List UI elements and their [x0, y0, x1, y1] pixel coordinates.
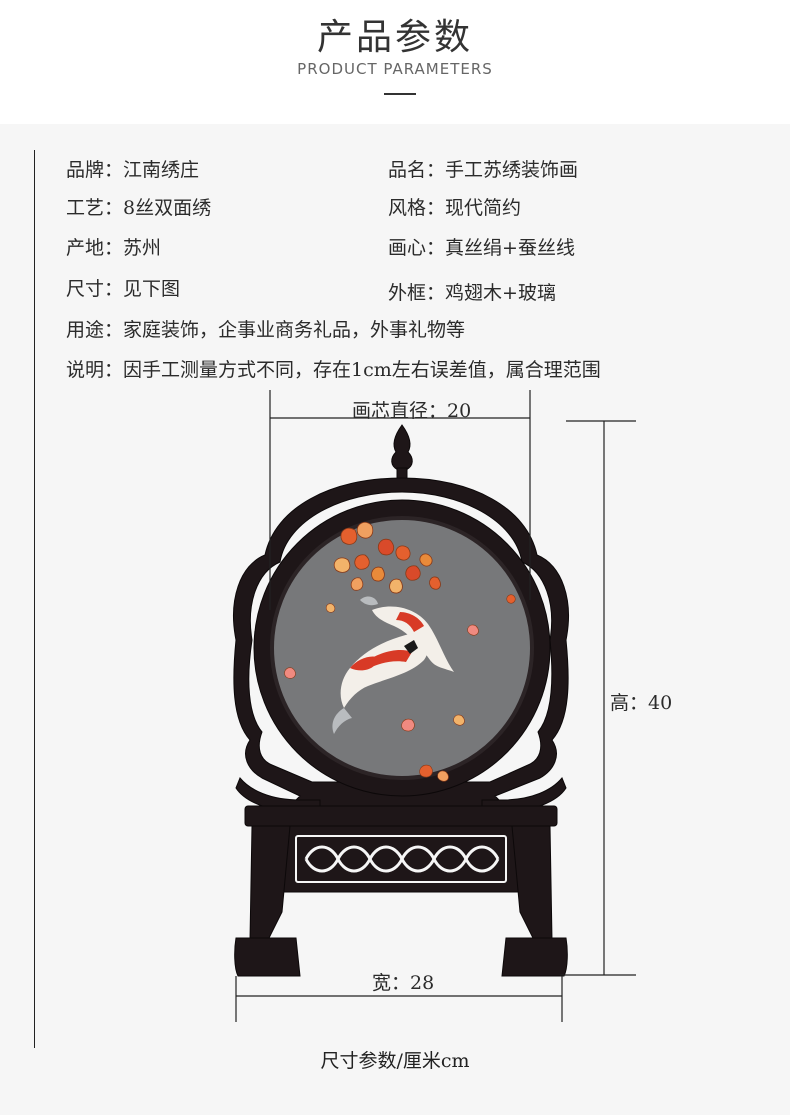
width-label: 宽：28	[370, 968, 437, 995]
spec-frame: 外框鸡翅木+玻璃	[388, 278, 556, 305]
spec-note: 说明因手工测量方式不同，存在1cm左右误差值，属合理范围	[66, 355, 601, 382]
silk-embroidery	[270, 516, 534, 782]
spec-size: 尺寸见下图	[66, 274, 180, 301]
diameter-label: 画芯直径：20	[352, 400, 472, 422]
spec-usage: 用途家庭装饰，企事业商务礼品，外事礼物等	[66, 315, 465, 342]
title-divider	[384, 93, 416, 95]
spec-origin: 产地苏州	[66, 233, 161, 260]
page-title: 产品参数	[316, 17, 473, 58]
spec-canvas: 画心真丝绢+蚕丝线	[388, 233, 575, 260]
spec-style: 风格现代简约	[388, 193, 521, 220]
dimension-caption: 尺寸参数/厘米cm	[320, 1050, 470, 1072]
spec-product-name: 品名手工苏绣装饰画	[388, 155, 578, 182]
spec-craft: 工艺8丝双面绣	[66, 193, 211, 220]
spec-brand: 品牌江南绣庄	[66, 155, 199, 182]
dimension-lines	[235, 390, 636, 1022]
page-subtitle: PRODUCT PARAMETERS	[297, 60, 493, 78]
panel-side-line	[34, 150, 35, 1048]
height-label: 高：40	[610, 692, 673, 714]
openwork-lattice	[295, 835, 507, 883]
